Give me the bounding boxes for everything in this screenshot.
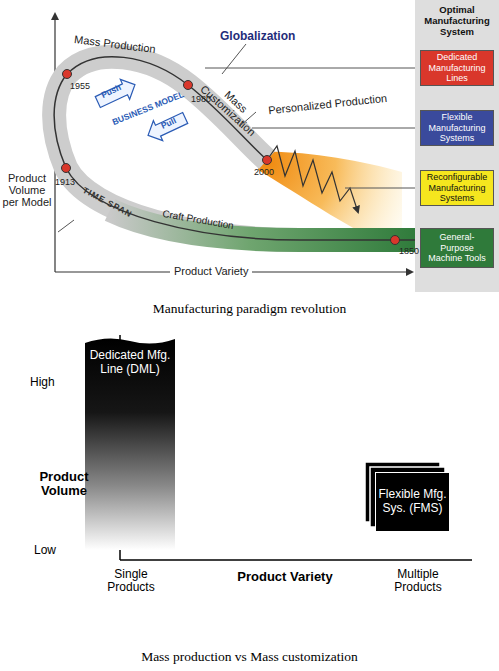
figure-caption: Manufacturing paradigm revolution	[0, 302, 499, 317]
year-dot	[263, 156, 272, 165]
paradigm-label: Craft Production	[162, 208, 235, 231]
text-holder: Reconfigurable Manufacturing Systems	[421, 171, 493, 205]
box-text: General-Purpose Machine Tools	[421, 232, 493, 263]
x-axis	[120, 559, 472, 561]
paradigm-label: Mass Production	[74, 33, 157, 55]
axis-tick: Low	[34, 544, 56, 557]
box-text: Reconfigurable Manufacturing Systems	[421, 172, 493, 203]
axis-title: Product Variety	[170, 265, 252, 277]
system-box: Dedicated Manufacturing Lines	[420, 50, 494, 86]
text-holder: Dedicated Manufacturing Lines	[421, 51, 493, 85]
box-text: Dedicated Manufacturing Lines	[421, 52, 493, 83]
year-dot	[391, 236, 400, 245]
year-label: 1913	[55, 178, 75, 188]
axis-title: Product Variety	[210, 570, 360, 584]
axis-tick: Multiple Products	[376, 568, 460, 594]
text-holder: Dedicated Mfg. Line (DML)	[85, 349, 175, 377]
text-holder: Flexible Mfg. Sys. (FMS)	[376, 473, 449, 531]
slash-mark	[58, 220, 74, 232]
year-label: 1850	[399, 247, 419, 257]
system-box: Reconfigurable Manufacturing Systems	[420, 170, 494, 206]
dml-bar: Dedicated Mfg. Line (DML)	[85, 335, 175, 550]
system-box: General-Purpose Machine Tools	[420, 228, 494, 268]
axis-title: Product Volume	[22, 470, 106, 499]
wavy-arrow	[267, 146, 358, 212]
year-dot	[63, 70, 72, 79]
paradigm-label: Mass Customization	[197, 73, 267, 139]
box-text: Dedicated Mfg. Line (DML)	[85, 349, 175, 377]
leader-line	[222, 44, 246, 74]
axis-tick: Single Products	[95, 568, 167, 594]
year-dot	[184, 81, 193, 90]
push-arrow	[93, 75, 139, 112]
paradigm-label: Personalized Production	[268, 92, 388, 116]
year-label: 2000	[254, 168, 274, 178]
figure-caption: Mass production vs Mass customization	[0, 650, 499, 665]
box-text: Flexible Mfg. Sys. (FMS)	[376, 488, 449, 516]
panel-heading: Optimal Manufacturing System	[415, 5, 499, 38]
system-box: Flexible Manufacturing Systems	[420, 110, 494, 146]
pull-arrow	[143, 108, 189, 145]
model-label: Pull	[160, 116, 178, 131]
year-label: 1980	[191, 95, 211, 105]
trend-label: Globalization	[220, 30, 295, 43]
leader-line	[205, 68, 420, 69]
box-text: Flexible Manufacturing Systems	[421, 112, 493, 143]
year-dot	[62, 164, 71, 173]
craft-band	[110, 210, 420, 240]
year-label: 1955	[70, 82, 90, 92]
time-band	[54, 57, 420, 240]
text-holder: Optimal Manufacturing System	[415, 5, 499, 38]
axis-tick: High	[30, 376, 55, 389]
time-line	[54, 57, 420, 240]
text-holder: General-Purpose Machine Tools	[421, 229, 493, 267]
band-label: TIME SPAN	[81, 186, 134, 220]
leader-line	[345, 188, 420, 189]
text-holder: Flexible Manufacturing Systems	[421, 111, 493, 145]
fms-card: Flexible Mfg. Sys. (FMS)	[375, 472, 450, 532]
model-label: Push	[100, 83, 123, 100]
system-panel: Optimal Manufacturing SystemDedicated Ma…	[415, 0, 499, 292]
axis-title: Product Volume per Model	[2, 172, 52, 208]
leader-line	[252, 128, 420, 129]
